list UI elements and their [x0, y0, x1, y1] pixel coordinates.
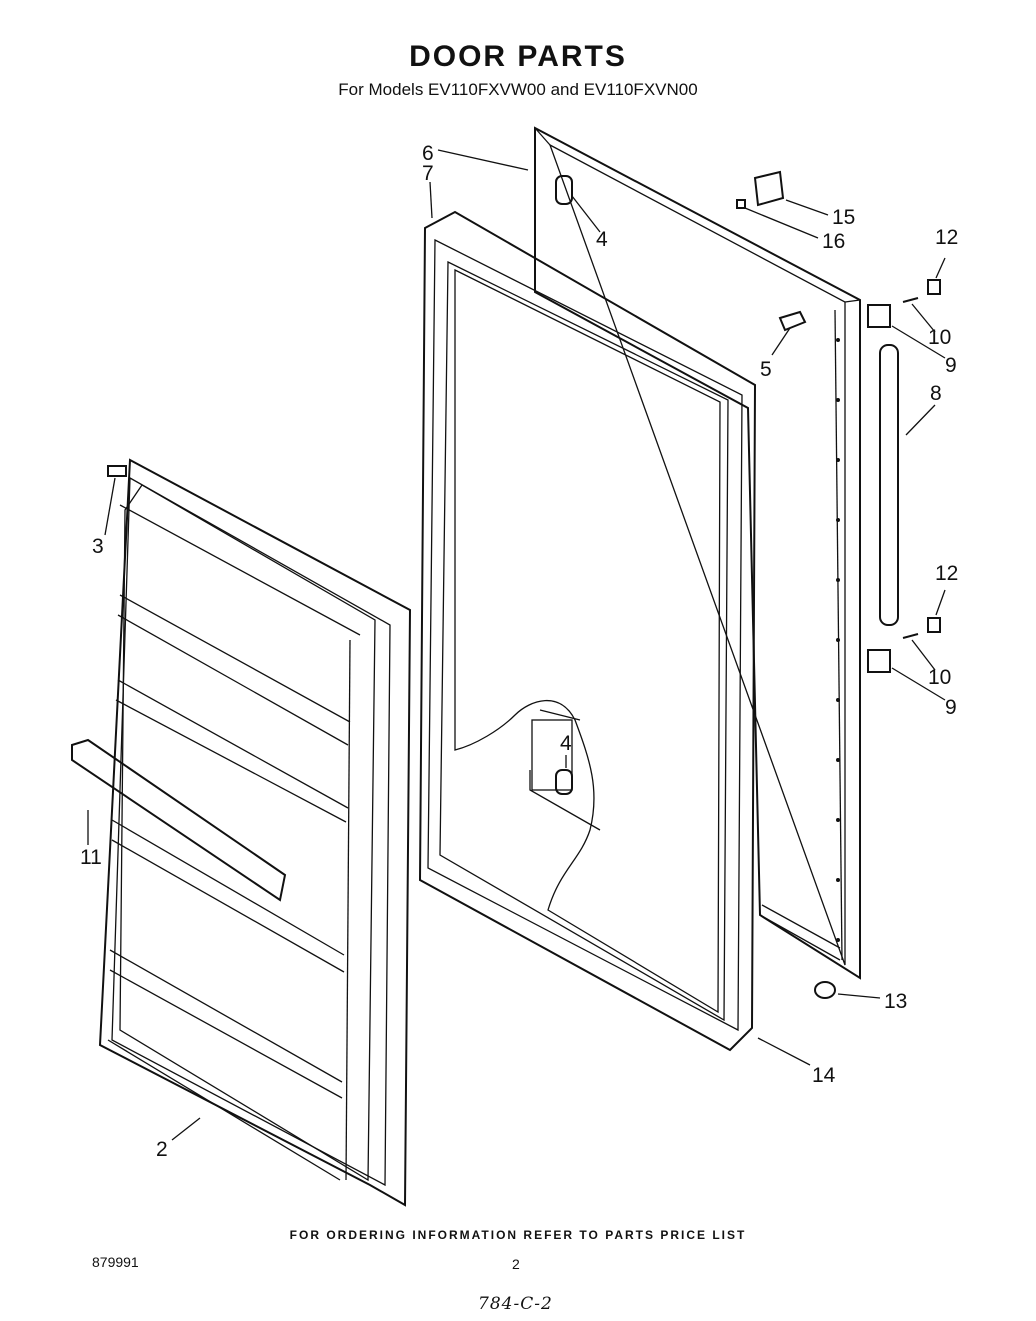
document-number: 879991	[92, 1254, 139, 1270]
part-label-9-top: 9	[945, 354, 957, 377]
part-label-7: 7	[422, 162, 434, 185]
part-label-11: 11	[80, 846, 102, 869]
part-label-6: 6	[422, 142, 434, 165]
part-label-4-top: 4	[596, 228, 608, 251]
part-label-9-bottom: 9	[945, 696, 957, 719]
part-label-12-bottom: 12	[935, 562, 958, 585]
door-handle	[71, 738, 287, 902]
handwritten-note: 784-C-2	[478, 1294, 553, 1314]
page-subtitle: For Models EV110FXVW00 and EV110FXVN00	[338, 80, 698, 99]
outer-door-panel	[534, 126, 861, 980]
hinge-rod	[879, 344, 899, 626]
small-parts	[107, 170, 941, 999]
inner-door-liner	[98, 458, 412, 1207]
part-label-12-top: 12	[935, 226, 958, 249]
door-gasket	[418, 210, 757, 1052]
part-label-4-bottom: 4	[560, 732, 572, 755]
part-label-8: 8	[930, 382, 942, 405]
part-label-5: 5	[760, 358, 772, 381]
page-number: 2	[512, 1256, 520, 1272]
part-label-2: 2	[156, 1138, 168, 1161]
part-label-13: 13	[884, 990, 907, 1013]
part-label-10-bottom: 10	[928, 666, 951, 689]
part-labels: 6 7 4 15 16 12 10 9 5 8 12 10 9 4 3 11 1…	[80, 142, 958, 1161]
part-label-14: 15	[832, 206, 855, 229]
part-label-10-top: 10	[928, 326, 951, 349]
leader-lines	[87, 149, 946, 1141]
part-label-16: 14	[812, 1064, 836, 1087]
part-label-3: 3	[92, 535, 104, 558]
ordering-note: FOR ORDERING INFORMATION REFER TO PARTS …	[289, 1228, 747, 1242]
page-title: DOOR PARTS	[409, 40, 627, 73]
foam-insulation	[454, 268, 721, 1014]
part-label-15: 16	[822, 230, 845, 253]
